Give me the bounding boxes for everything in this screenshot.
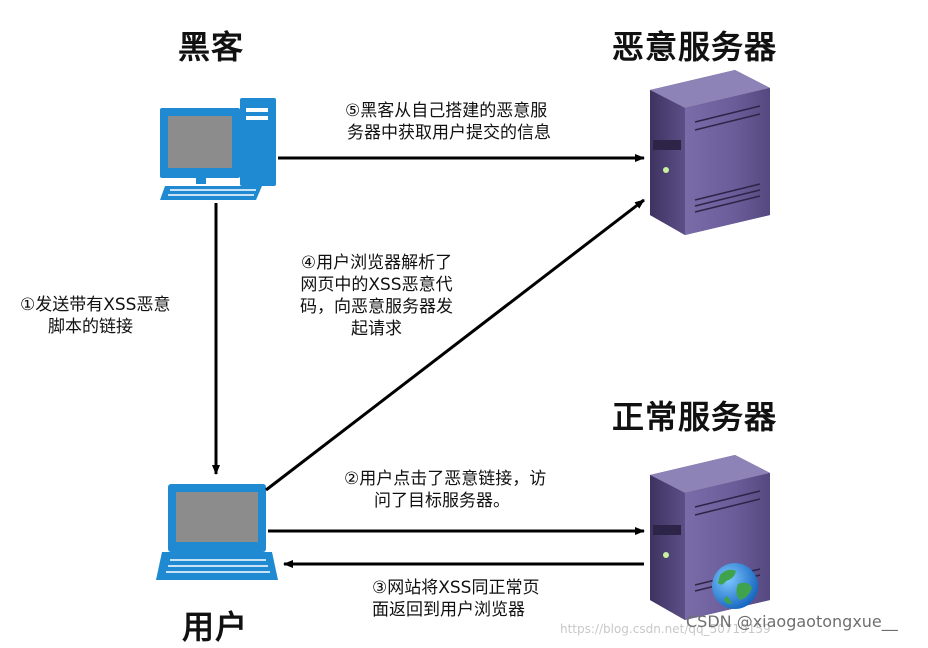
step-2-line-2: 问了目标服务器。 — [374, 491, 510, 511]
step-2-label: ②用户点击了恶意链接，访 问了目标服务器。 — [344, 468, 546, 512]
hacker-title: 黑客 — [178, 28, 245, 66]
step-4-line-3: 码，向恶意服务器发 — [300, 297, 453, 317]
step-4-line-1: ④用户浏览器解析了 — [300, 253, 453, 273]
step-3-label: ③网站将XSS同正常页 面返回到用户浏览器 — [372, 577, 539, 621]
malicious-server-title: 恶意服务器 — [612, 28, 778, 66]
user-title: 用户 — [182, 608, 249, 646]
step-4-line-2: 网页中的XSS恶意代 — [300, 275, 453, 295]
step-3-line-2: 面返回到用户浏览器 — [372, 600, 525, 620]
step-5-line-2: 务器中获取用户提交的信息 — [347, 123, 551, 143]
csdn-watermark: CSDN @xiaogaotongxue__ — [686, 612, 898, 631]
user-laptop-icon — [156, 484, 278, 580]
step-1-label: ①发送带有XSS恶意 脚本的链接 — [20, 294, 170, 338]
faint-url-watermark: https://blog.csdn.net/qq_50719159 — [560, 622, 771, 636]
step-4-line-4: 起请求 — [351, 319, 402, 339]
step-4-label: ④用户浏览器解析了 网页中的XSS恶意代 码，向恶意服务器发 起请求 — [300, 252, 453, 340]
globe-icon — [712, 563, 758, 609]
normal-server-title: 正常服务器 — [612, 398, 778, 436]
step-2-line-1: ②用户点击了恶意链接，访 — [344, 469, 547, 489]
hacker-computer-icon — [160, 98, 276, 200]
step-5-line-1: ⑤黑客从自己搭建的恶意服 — [345, 101, 548, 121]
step-5-label: ⑤黑客从自己搭建的恶意服 务器中获取用户提交的信息 — [345, 100, 551, 144]
arrow-step-4 — [265, 198, 645, 492]
step-1-line-2: 脚本的链接 — [48, 317, 133, 337]
malicious-server-icon — [650, 70, 770, 235]
step-3-line-1: ③网站将XSS同正常页 — [372, 578, 540, 598]
step-1-line-1: ①发送带有XSS恶意 — [20, 295, 171, 315]
